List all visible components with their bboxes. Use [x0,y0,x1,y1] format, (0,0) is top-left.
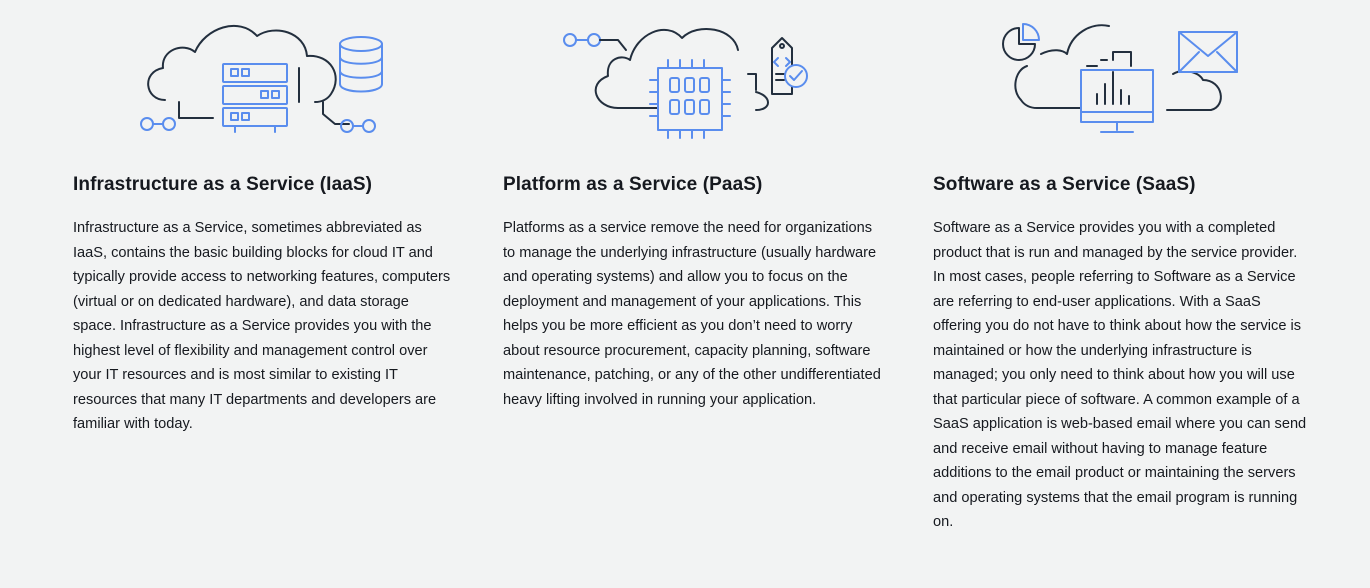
iaas-title: Infrastructure as a Service (IaaS) [73,174,373,195]
cloud-monitor-mail-icon [1002,23,1238,133]
cloud-server-database-icon [140,25,383,133]
saas-description: Software as a Service provides you with … [933,220,1307,530]
paas-description: Platforms as a service remove the need f… [503,220,881,408]
paas-title: Platform as a Service (PaaS) [503,174,763,195]
cloud-chip-tag-icon [563,27,808,139]
saas-title: Software as a Service (SaaS) [933,174,1196,195]
iaas-description: Infrastructure as a Service, sometimes a… [73,220,451,432]
